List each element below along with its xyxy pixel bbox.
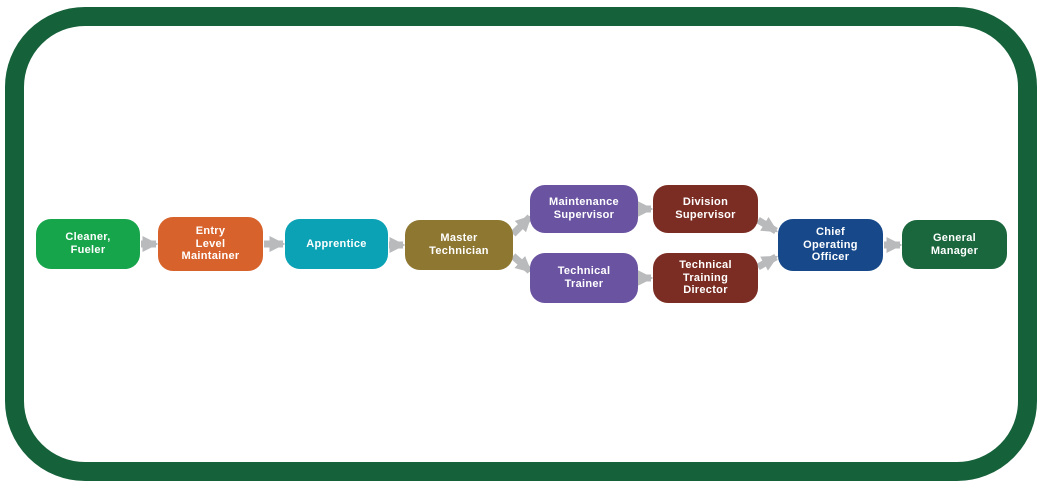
arrow-technical-training-director-to-chief-operating-officer bbox=[756, 253, 779, 271]
org-box-label-line: Division bbox=[682, 196, 729, 209]
org-box-label-line: Technical bbox=[557, 265, 611, 278]
org-box-label-line: Supervisor bbox=[553, 209, 615, 221]
org-box-cleaner-fueler: Cleaner,Fueler bbox=[36, 219, 140, 269]
org-box-label-line: Training bbox=[682, 271, 729, 284]
arrow-master-technician-to-maintenance-supervisor bbox=[510, 214, 533, 237]
org-box-label-line: Cleaner, bbox=[65, 231, 111, 244]
org-box-label-line: Technician bbox=[429, 245, 489, 257]
outer-border bbox=[5, 7, 1037, 481]
arrow-master-technician-to-technical-trainer bbox=[510, 253, 533, 274]
arrow-division-supervisor-to-chief-operating-officer bbox=[756, 216, 779, 234]
org-box-label-line: Entry bbox=[195, 224, 226, 237]
org-box-label-line: Chief bbox=[816, 225, 845, 238]
org-box-label-line: Level bbox=[195, 237, 226, 250]
org-box-label-line: General bbox=[932, 231, 977, 244]
org-box-label-line: Officer bbox=[811, 251, 850, 264]
org-box-label-line: Technical bbox=[679, 258, 732, 271]
org-box-label-line: Apprentice bbox=[306, 237, 367, 250]
org-box-apprentice: Apprentice bbox=[285, 219, 388, 269]
org-box-label-line: Master bbox=[440, 232, 478, 245]
org-box-label-line: Director bbox=[683, 284, 728, 297]
org-box-label-line: Operating bbox=[803, 238, 858, 251]
org-box-label-line: Maintainer bbox=[181, 250, 240, 263]
org-box-label-line: Maintenance bbox=[549, 196, 619, 209]
org-box-label-line: Manager bbox=[930, 244, 979, 257]
org-box-label-line: Fueler bbox=[70, 244, 106, 256]
org-box-label-line: Supervisor bbox=[675, 209, 736, 221]
org-box-label-line: Trainer bbox=[564, 278, 604, 290]
